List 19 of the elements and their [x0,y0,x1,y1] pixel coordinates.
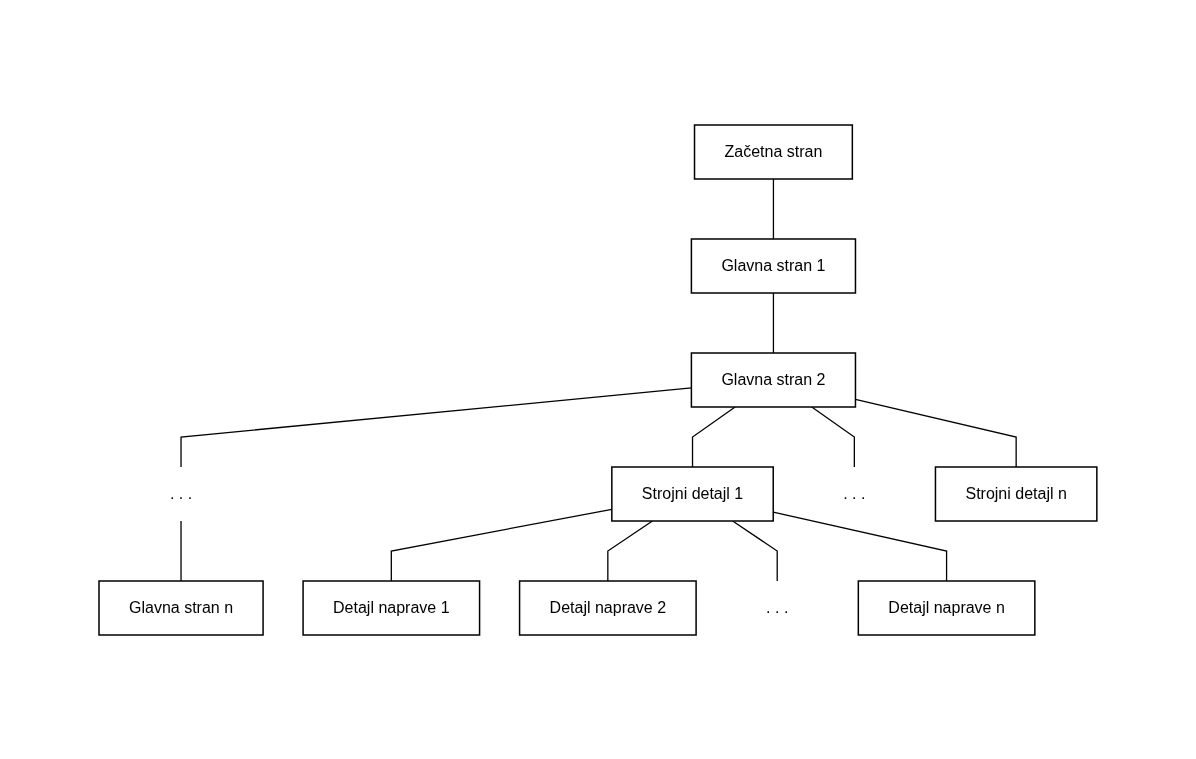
connector [772,291,775,354]
node-text: . . . [766,598,789,616]
connector [772,177,775,240]
node-box: Glavna stran n [98,579,264,636]
node-box: Začetna stran [693,123,854,180]
node-box: Strojni detajl n [934,465,1098,522]
connector [811,405,856,468]
node-box: Glavna stran 2 [690,351,857,408]
connector [732,519,778,582]
connector [180,519,182,582]
node-text: . . . [169,484,193,502]
connector [691,405,736,468]
connector [607,519,654,582]
node-box: Detajl naprave 2 [518,579,697,636]
node-box: Glavna stran 1 [690,237,857,294]
node-box: Strojni detajl 1 [611,465,775,522]
node-box: Detajl naprave 1 [302,579,481,636]
node-box: Detajl naprave n [857,579,1036,636]
node-text: . . . [843,484,866,502]
